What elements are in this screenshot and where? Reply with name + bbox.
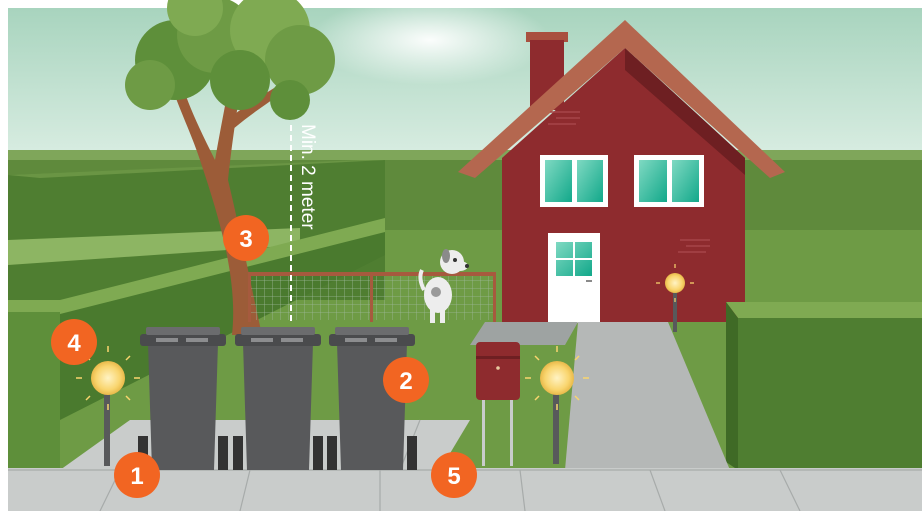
marker-3-label: 3 bbox=[239, 226, 252, 253]
marker-4-label: 4 bbox=[67, 330, 81, 357]
garden-path-edge bbox=[470, 322, 578, 345]
marker-2-label: 2 bbox=[399, 368, 412, 395]
marker-3: 3 bbox=[223, 215, 269, 261]
marker-1-label: 1 bbox=[130, 463, 143, 490]
marker-1: 1 bbox=[114, 452, 160, 498]
hedge-right-top bbox=[726, 302, 922, 318]
hedge-right-side bbox=[726, 302, 738, 470]
marker-5: 5 bbox=[431, 452, 477, 498]
waste-bin-icon bbox=[233, 327, 323, 470]
marker-4: 4 bbox=[51, 319, 97, 365]
waste-bin-icon bbox=[138, 327, 228, 470]
hedge-right bbox=[738, 318, 922, 470]
marker-2: 2 bbox=[383, 357, 429, 403]
fence-icon bbox=[248, 272, 496, 322]
height-measure-label: Min. 2 meter bbox=[297, 124, 318, 230]
marker-5-label: 5 bbox=[447, 463, 460, 490]
